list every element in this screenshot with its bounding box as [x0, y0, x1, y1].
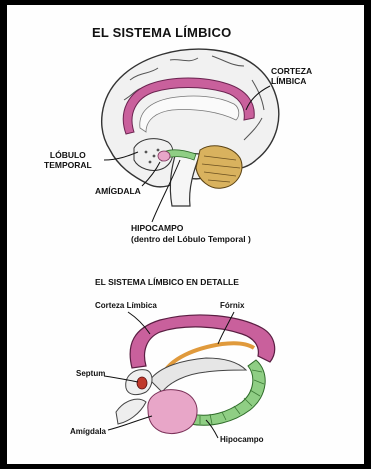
diagram-title: EL SISTEMA LÍMBICO [92, 25, 232, 40]
detail-label-fornix: Fórnix [220, 301, 245, 310]
detail-label-amigdala: Amígdala [70, 427, 107, 436]
cerebellum [195, 145, 243, 189]
septum [136, 376, 148, 390]
detail-label-corteza: Corteza Límbica [95, 301, 157, 310]
brain-drawing [101, 48, 280, 223]
amygdala-small [157, 150, 171, 162]
label-hipocampo-main: HIPOCAMPO [131, 223, 184, 233]
detail-label-hipocampo: Hipocampo [220, 435, 264, 444]
fornix [160, 341, 256, 377]
detail-drawing [103, 311, 276, 439]
label-hipocampo-sub: (dentro del Lóbulo Temporal ) [131, 234, 251, 244]
label-hipocampo: HIPOCAMPO (dentro del Lóbulo Temporal ) [131, 223, 251, 245]
hippocampus-small [163, 149, 197, 161]
limbic-cortex-band [122, 77, 255, 135]
detail-amygdala [147, 389, 198, 434]
label-corteza-line2: LÍMBICA [271, 76, 307, 86]
label-lobulo-temporal: LÓBULO TEMPORAL [44, 150, 92, 170]
detail-title: EL SISTEMA LÍMBICO EN DETALLE [95, 277, 239, 287]
label-lobulo-line1: LÓBULO [49, 150, 86, 160]
label-lobulo-line2: TEMPORAL [44, 160, 92, 170]
detail-cortex-arch [129, 314, 276, 369]
label-amigdala: AMÍGDALA [95, 186, 141, 196]
label-corteza-limbica: CORTEZA LÍMBICA [271, 66, 312, 86]
label-corteza-line1: CORTEZA [271, 66, 313, 76]
detail-label-septum: Septum [76, 369, 106, 378]
